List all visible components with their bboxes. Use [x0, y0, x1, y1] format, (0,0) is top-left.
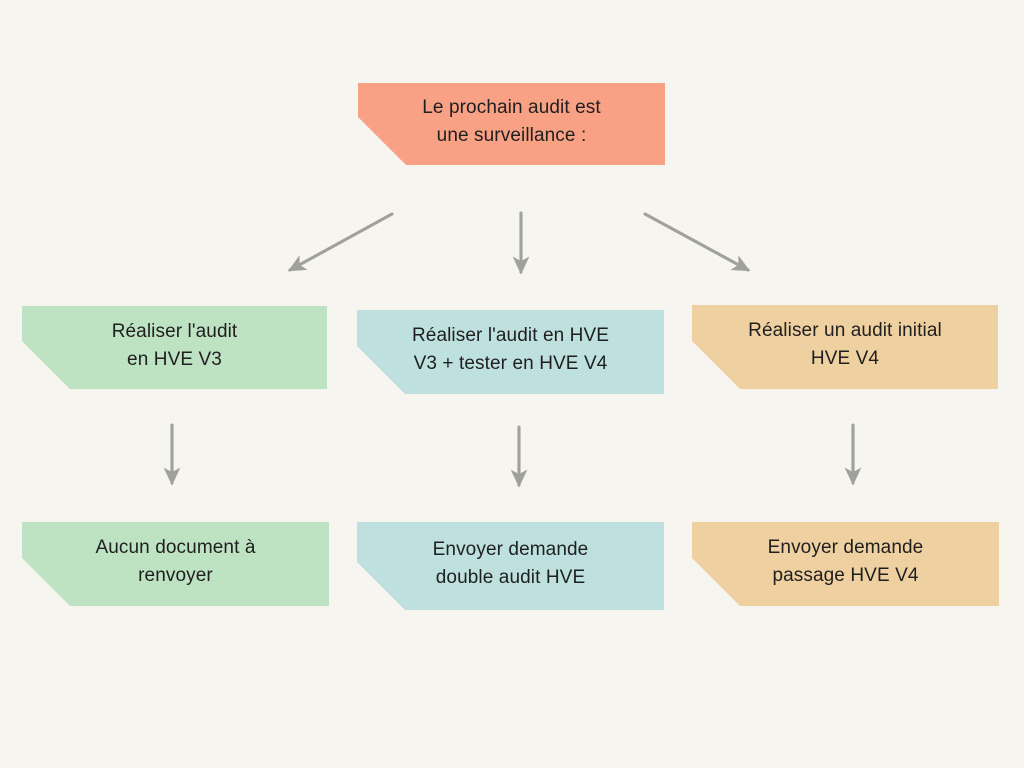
node-outcome-left: Aucun document à renvoyer	[22, 522, 329, 606]
node-step-left: Réaliser l'audit en HVE V3	[22, 306, 327, 389]
connector-root-to-left	[287, 212, 394, 272]
node-step-middle: Réaliser l'audit en HVE V3 + tester en H…	[357, 310, 664, 394]
node-step-right-label: Réaliser un audit initial HVE V4	[748, 320, 942, 369]
node-outcome-right-label: Envoyer demande passage HVE V4	[767, 537, 924, 586]
node-step-middle-label: Réaliser l'audit en HVE V3 + tester en H…	[411, 325, 610, 374]
node-outcome-right: Envoyer demande passage HVE V4	[692, 522, 999, 606]
node-step-left-label: Réaliser l'audit en HVE V3	[111, 320, 238, 370]
node-step-right: Réaliser un audit initial HVE V4	[692, 305, 998, 389]
node-outcome-left-label: Aucun document à renvoyer	[95, 537, 256, 586]
connector-root-to-right	[643, 212, 751, 272]
node-outcome-middle-label: Envoyer demande double audit HVE	[432, 539, 589, 588]
node-root-label: Le prochain audit est une surveillance :	[422, 97, 601, 146]
node-outcome-middle: Envoyer demande double audit HVE	[357, 522, 664, 610]
node-root: Le prochain audit est une surveillance :	[358, 83, 665, 165]
